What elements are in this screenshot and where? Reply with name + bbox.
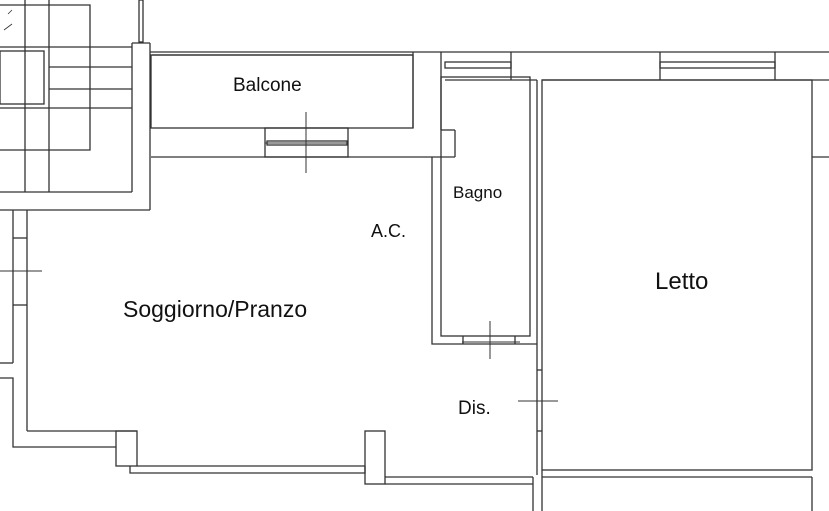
- room-label-bagno: Bagno: [453, 183, 503, 202]
- room-label-balcone: Balcone: [233, 75, 302, 96]
- windows: [264, 61, 776, 344]
- room-label-dis: Dis.: [458, 398, 491, 419]
- room-label-soggiorno: Soggiorno/Pranzo: [123, 296, 308, 322]
- label-ac: A.C.: [371, 221, 407, 241]
- staircase: [0, 0, 133, 193]
- room-label-letto: Letto: [655, 268, 709, 295]
- door-markers: [0, 112, 558, 402]
- bathroom-outline: [440, 76, 531, 337]
